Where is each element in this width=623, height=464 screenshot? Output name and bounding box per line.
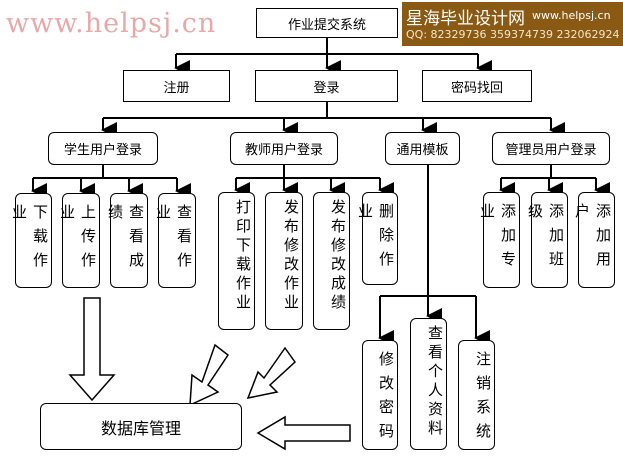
node-common-template: 通用模板	[385, 132, 460, 165]
node-password-recovery: 密码找回	[422, 70, 532, 102]
watermark: www.helpsj.cn	[6, 8, 217, 39]
node-teacher-login: 教师用户登录	[230, 132, 338, 165]
teacher-print-download: 打印下载作业	[218, 192, 255, 330]
student-view-grades: 查看成绩	[106, 193, 148, 288]
common-change-password: 修改密码	[362, 340, 398, 450]
common-view-profile: 查看个人资料	[410, 318, 447, 450]
student-download: 下载作业	[10, 193, 52, 288]
node-admin-login: 管理员用户登录	[492, 132, 610, 165]
student-view-homework: 查看作业	[154, 193, 196, 288]
admin-add-user: 添加用户	[573, 192, 615, 288]
node-database: 数据库管理	[40, 403, 242, 450]
block-arrows	[68, 297, 351, 451]
banner-name: 星海毕业设计网	[406, 9, 525, 29]
node-register: 注册	[123, 70, 230, 102]
student-upload: 上传作业	[58, 193, 100, 288]
teacher-publish-grades: 发布修改成绩	[313, 192, 350, 330]
root-node: 作业提交系统	[256, 8, 398, 38]
node-student-login: 学生用户登录	[48, 132, 158, 165]
banner: 星海毕业设计网 www.helpsj.cn QQ: 82329736 35937…	[402, 2, 623, 46]
node-login: 登录	[255, 70, 398, 102]
admin-add-class: 添加班级	[526, 192, 568, 288]
banner-url: www.helpsj.cn	[532, 9, 611, 22]
teacher-publish-homework: 发布修改作业	[265, 192, 303, 330]
admin-add-major: 添加专业	[478, 192, 520, 288]
common-logout: 注销系统	[458, 340, 495, 450]
banner-qq: QQ: 82329736 359374739 232062924	[406, 28, 620, 41]
teacher-delete-homework: 删除作业	[356, 192, 398, 285]
